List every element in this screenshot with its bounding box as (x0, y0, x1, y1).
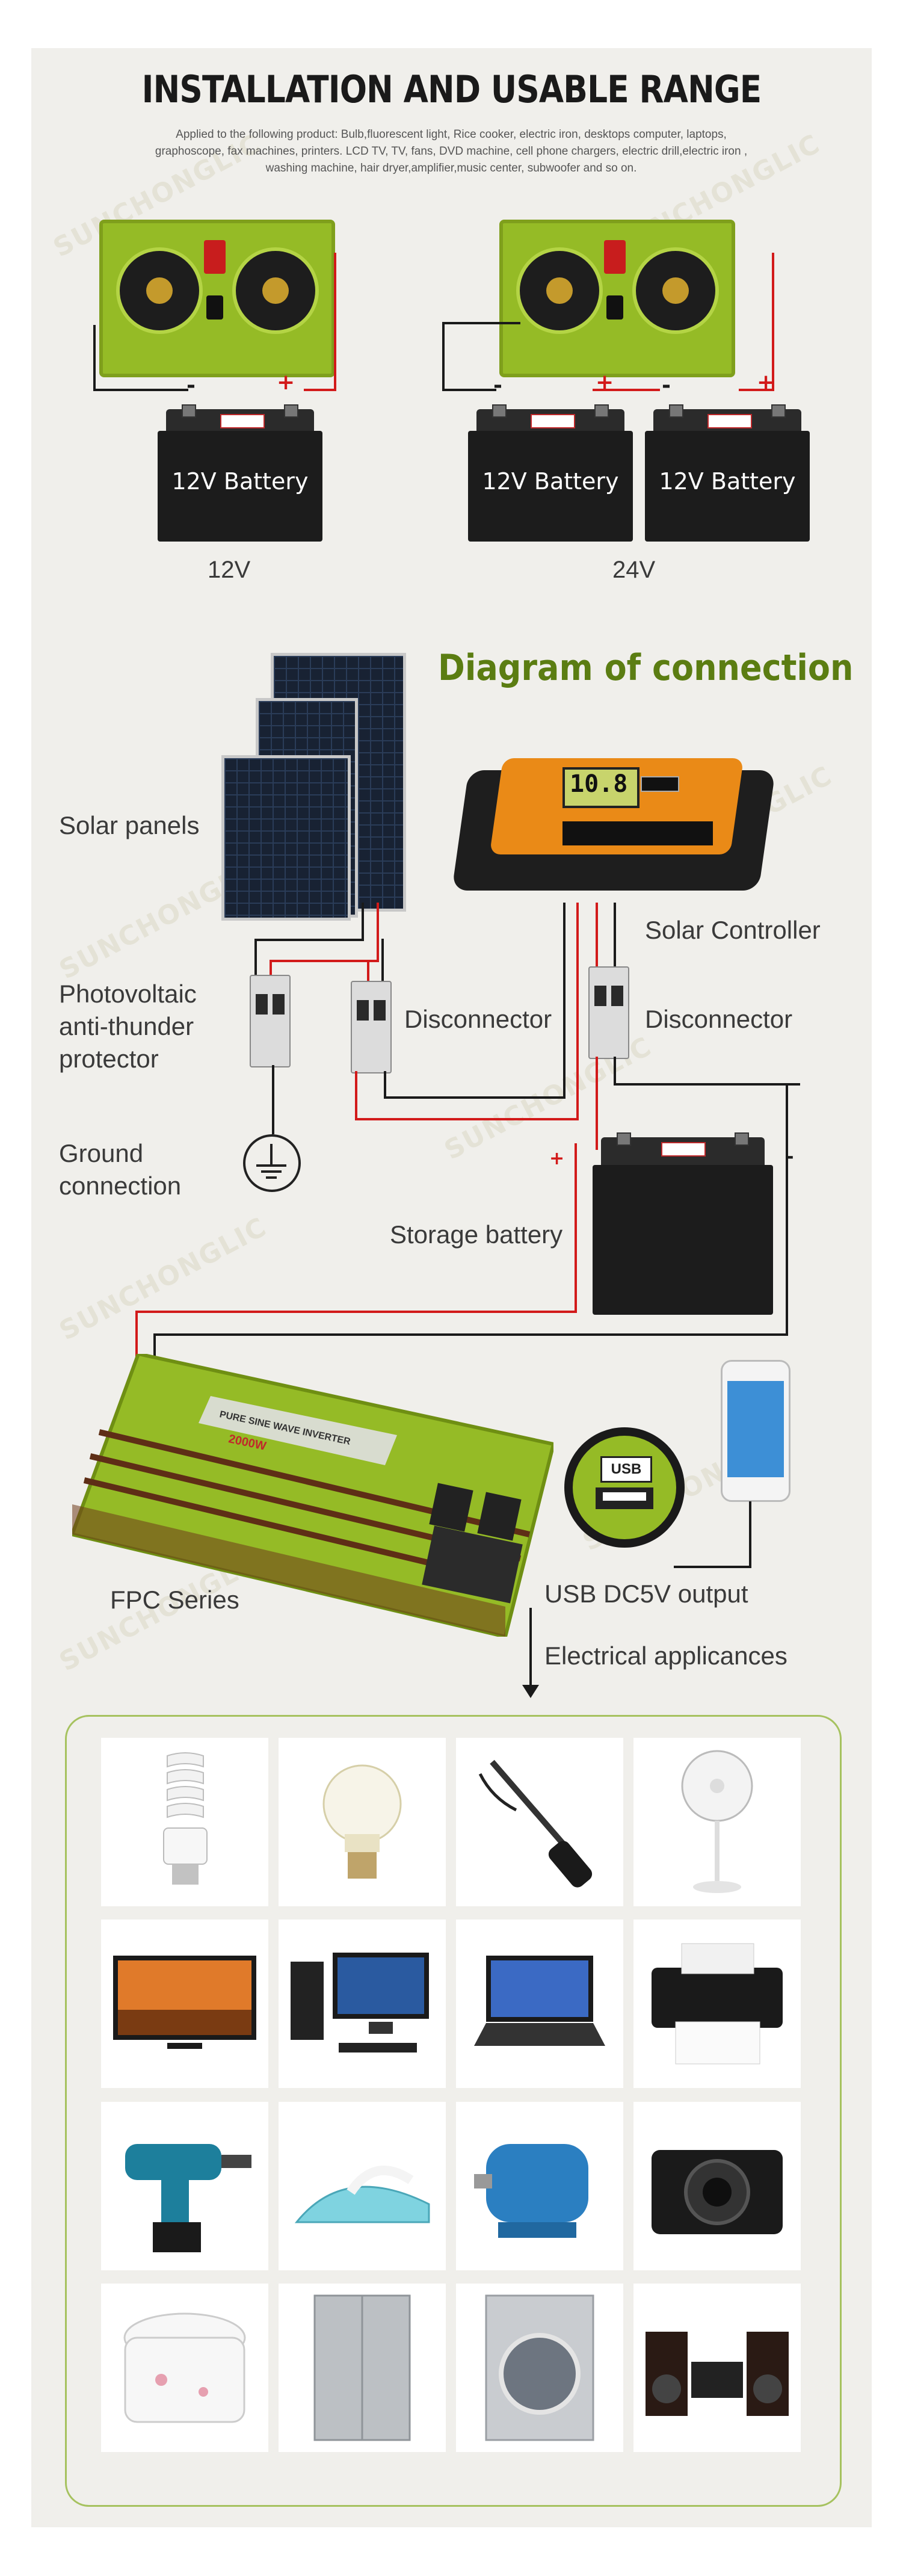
rice-cooker-icon (101, 2284, 268, 2452)
standing-fan-icon (633, 1738, 801, 1906)
wire-negative (442, 322, 520, 324)
disconnector-breaker (351, 981, 392, 1073)
solar-panels-label: Solar panels (59, 811, 200, 839)
controller-display: 10.8 (570, 770, 628, 798)
speakers-icon (633, 2284, 801, 2452)
solar-panel (221, 755, 351, 921)
refrigerator-icon (279, 2284, 446, 2452)
output-cable (529, 1608, 532, 1686)
desktop-computer-icon (279, 1920, 446, 2088)
camera-icon (633, 2102, 801, 2270)
fan-icon (516, 247, 603, 334)
positive-sign: + (757, 370, 775, 395)
ground-label-line2: connection (59, 1172, 182, 1200)
wire-negative (442, 389, 496, 391)
fluorescent-bulb-icon (101, 1738, 268, 1906)
wire-series (593, 389, 660, 391)
battery-label: 12V Battery (659, 468, 796, 495)
usb-cable (749, 1501, 751, 1568)
disconnector-left-label: Disconnector (404, 1005, 552, 1033)
negative-sign: - (662, 373, 671, 398)
page-title: INSTALLATION AND USABLE RANGE (141, 67, 762, 111)
solar-controller: 10.8 (451, 746, 776, 906)
laptop-icon (456, 1920, 623, 2088)
wire-negative (93, 325, 96, 391)
battery-label: 12V Battery (171, 468, 309, 495)
fan-icon (116, 247, 203, 334)
storage-battery (593, 1132, 773, 1315)
black-terminal-icon (206, 295, 223, 320)
pv-protector-label-line3: protector (59, 1045, 159, 1073)
negative-sign: - (186, 373, 196, 398)
red-terminal-icon (604, 240, 626, 274)
negative-sign: - (493, 373, 502, 398)
inverter-body (70, 1351, 556, 1639)
smartphone-icon (721, 1360, 791, 1502)
wire-positive (739, 389, 774, 391)
fpc-inverter: PURE SINE WAVE INVERTER 2000W (70, 1351, 556, 1639)
diagram-title: Diagram of connection (438, 647, 854, 689)
page-subtitle: Applied to the following product: Bulb,f… (155, 128, 748, 175)
usb-output-label: USB DC5V output (544, 1580, 748, 1608)
battery-label: 12V Battery (482, 468, 619, 495)
battery-12v: 12V Battery (158, 404, 322, 542)
incandescent-bulb-icon (279, 1738, 446, 1906)
wire-negative (93, 389, 188, 391)
wire-positive (334, 253, 336, 391)
battery-12v: 12V Battery (645, 404, 810, 542)
disconnector-right-label: Disconnector (645, 1005, 793, 1033)
fpc-series-label: FPC Series (110, 1586, 239, 1614)
printer-icon (633, 1920, 801, 2088)
appliances-frame (65, 1715, 842, 2507)
red-terminal-icon (204, 240, 226, 274)
disconnector-breaker (588, 966, 629, 1059)
lcd-tv-icon (101, 1920, 268, 2088)
washing-machine-icon (456, 2284, 623, 2452)
battery-12v: 12V Battery (468, 404, 633, 542)
fan-icon (632, 247, 719, 334)
negative-sign: - (786, 1146, 794, 1167)
storage-battery-label: Storage battery (390, 1220, 563, 1249)
config-24v-label: 24V (612, 557, 656, 583)
positive-sign: + (549, 1148, 565, 1169)
usb-cable (674, 1566, 751, 1568)
wire-positive (304, 389, 336, 391)
pv-protector-label-line1: Photovoltaic (59, 980, 197, 1008)
black-terminal-icon (606, 295, 623, 320)
inverter-top-view (499, 220, 735, 377)
wire-negative (442, 322, 445, 391)
solar-controller-label: Solar Controller (645, 916, 821, 944)
appliances-label: Electrical applicances (544, 1642, 787, 1670)
ground-icon (243, 1134, 301, 1192)
wire-positive (772, 253, 774, 391)
usb-badge: USB (600, 1456, 652, 1483)
electric-iron-icon (279, 2102, 446, 2270)
fan-icon (232, 247, 319, 334)
positive-sign: + (277, 370, 295, 395)
config-12v-label: 12V (208, 557, 251, 583)
pv-protector-breaker (250, 975, 291, 1067)
electric-drill-icon (101, 2102, 268, 2270)
usb-port-zoom: USB (564, 1427, 685, 1548)
positive-sign: + (596, 370, 614, 395)
electric-motor-icon (456, 2102, 623, 2270)
arrow-down-icon (522, 1685, 539, 1698)
soldering-iron-icon (456, 1738, 623, 1906)
pv-protector-label-line2: anti-thunder (59, 1012, 194, 1040)
ground-label-line1: Ground (59, 1139, 144, 1167)
inverter-top-view (99, 220, 335, 377)
